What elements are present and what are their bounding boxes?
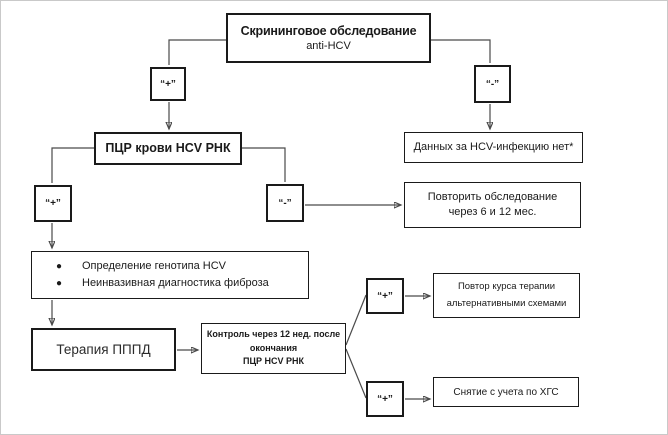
line-pcr-to-minus [242, 147, 286, 182]
bullet-icon: ● [56, 278, 63, 289]
control-line1: Контроль через 12 нед. после [206, 328, 341, 339]
workup-item-label: Неинвазивная диагностика фиброза [82, 277, 269, 289]
workup-item-fibrosis: ● Неинвазивная диагностика фиброза [32, 275, 269, 292]
repeat-exam-box: Повторить обследование через 6 и 12 мес. [404, 182, 581, 228]
workup-box: ● Определение генотипа HCV ● Неинвазивна… [31, 251, 309, 299]
line-pcr-to-plus [51, 147, 94, 183]
pcr-positive-label: “+” [34, 185, 72, 222]
screening-positive-label: “+” [150, 67, 186, 101]
control-positive-lower-label: “+” [366, 381, 404, 417]
no-hcv-data-box: Данных за HCV-инфекцию нет* [404, 132, 583, 163]
control-box: Контроль через 12 нед. после окончания П… [201, 323, 346, 374]
control-positive-upper-label: “+” [366, 278, 404, 314]
therapy-box: Терапия ПППД [31, 328, 176, 371]
bullet-icon: ● [56, 260, 63, 272]
control-line3: ПЦР HCV РНК [242, 356, 305, 367]
line-control-to-lower-plus [345, 348, 367, 399]
repeat-exam-line1: Повторить обследование [427, 190, 558, 203]
screening-title: Скрининговое обследование [240, 23, 417, 38]
workup-item-label: Определение генотипа HCV [82, 259, 226, 272]
line-screening-to-plus [168, 39, 226, 65]
repeat-course-box: Повтор курса терапии альтернативными схе… [433, 273, 580, 318]
repeat-course-line2: альтернативными схемами [446, 297, 567, 309]
workup-item-genotype: ● Определение генотипа HCV [32, 258, 226, 275]
pcr-negative-label: “-” [266, 184, 304, 222]
pcr-blood-box: ПЦР крови HCV РНК [94, 132, 242, 165]
screening-negative-label: “-” [474, 65, 511, 103]
screening-box: Скрининговое обследование anti-HCV [226, 13, 431, 63]
screening-subtitle: anti-HCV [306, 39, 351, 52]
line-screening-to-minus [431, 39, 491, 63]
line-control-to-upper-plus [345, 294, 367, 346]
control-line2: окончания [249, 342, 298, 353]
repeat-course-line1: Повтор курса терапии [457, 281, 556, 293]
deregister-box: Снятие с учета по ХГС [433, 377, 579, 407]
repeat-exam-line2: через 6 и 12 мес. [448, 206, 537, 218]
